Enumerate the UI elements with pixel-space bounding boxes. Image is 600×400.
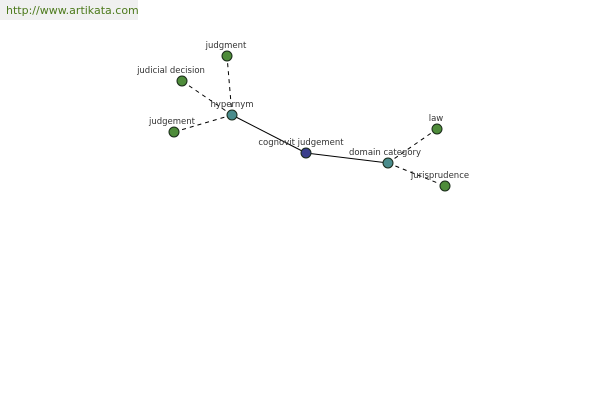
edge-domain-jurisprudence <box>387 162 446 187</box>
url-banner: http://www.artikata.com <box>0 0 139 20</box>
edge-hypernym-judgement <box>173 114 233 133</box>
edge-domain-law <box>387 128 438 164</box>
label-judicial-decision: judicial decision <box>136 66 205 76</box>
label-hypernym: hypernym <box>210 100 253 110</box>
node-jurisprudence[interactable] <box>439 180 451 192</box>
node-law[interactable] <box>431 123 443 135</box>
node-judgement[interactable] <box>168 126 180 138</box>
edge-hypernym-judgment <box>226 55 233 116</box>
label-judgment: judgment <box>205 41 247 51</box>
label-center: cognovit judgement <box>258 138 344 148</box>
site-url-text[interactable]: http://www.artikata.com <box>6 4 139 17</box>
label-jurisprudence: jurisprudence <box>410 171 469 181</box>
edge-hypernym-judicial-decision <box>181 80 233 116</box>
node-domain-category[interactable] <box>382 157 394 169</box>
label-domain-category: domain category <box>349 148 421 158</box>
node-center[interactable] <box>300 147 312 159</box>
label-law: law <box>429 114 444 124</box>
node-judicial-decision[interactable] <box>176 75 188 87</box>
node-judgment[interactable] <box>221 50 233 62</box>
node-hypernym[interactable] <box>226 109 238 121</box>
edge-center-hypernym <box>231 114 307 154</box>
edge-center-domain <box>305 152 389 164</box>
label-judgement: judgement <box>148 117 196 127</box>
